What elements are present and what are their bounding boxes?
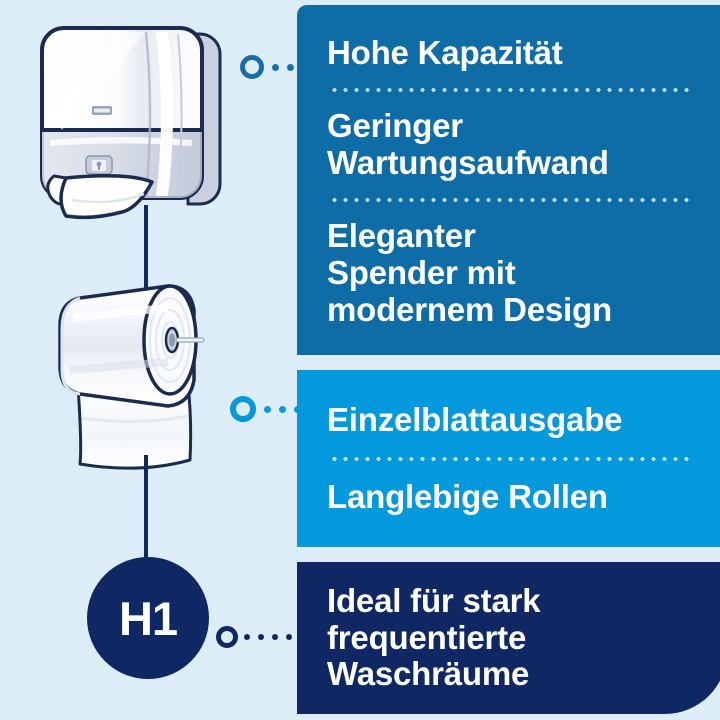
connector-line-lower bbox=[144, 455, 148, 560]
feature-divider bbox=[329, 198, 695, 202]
connector-dot bbox=[264, 406, 271, 413]
feature-text-washrooms: Ideal für stark frequentierte Waschräume bbox=[327, 581, 697, 694]
feature-line: Eleganter bbox=[327, 217, 476, 254]
feature-line: Hohe Kapazität bbox=[327, 34, 563, 72]
connector-dots-usecase bbox=[244, 634, 292, 640]
connector-dots-capacity bbox=[272, 64, 294, 71]
connector-dot bbox=[287, 64, 294, 71]
feature-text-maintenance: Geringer Wartungsaufwand bbox=[327, 107, 697, 182]
dispenser-icon bbox=[40, 26, 222, 220]
system-badge-label: H1 bbox=[118, 591, 178, 645]
feature-text-single-sheet: Einzelblattausgabe bbox=[327, 400, 697, 439]
feature-text-capacity: Hohe Kapazität bbox=[327, 34, 697, 72]
feature-text-long-rolls: Langlebige Rollen bbox=[327, 477, 697, 516]
feature-line: Geringer bbox=[327, 107, 463, 145]
dispenser-lock-icon bbox=[85, 155, 113, 175]
connector-dot bbox=[244, 634, 250, 640]
feature-divider bbox=[329, 456, 695, 461]
feature-line: frequentierte bbox=[327, 618, 527, 656]
feature-line: Ideal für stark bbox=[327, 581, 541, 619]
connector-dot bbox=[272, 64, 279, 71]
connector-line-upper bbox=[144, 205, 148, 300]
brand-logo-icon bbox=[92, 106, 112, 115]
feature-divider bbox=[329, 88, 695, 93]
feature-line: Waschräume bbox=[327, 655, 530, 693]
system-badge-h1: H1 bbox=[87, 557, 209, 679]
connector-dots-dispensing bbox=[264, 406, 301, 413]
paper-roll-icon bbox=[58, 284, 205, 470]
paper-roll-illustration bbox=[52, 278, 232, 483]
connector-ring-dispensing bbox=[230, 396, 256, 422]
feature-panel-capacity: Hohe Kapazität Geringer Wartungsaufwand … bbox=[297, 5, 720, 355]
connector-dot bbox=[286, 634, 292, 640]
connector-dot bbox=[279, 406, 286, 413]
connector-ring-usecase bbox=[216, 626, 238, 648]
feature-line: Einzelblattausgabe bbox=[327, 400, 623, 438]
feature-panel-usecase: Ideal für stark frequentierte Waschräume bbox=[297, 562, 720, 714]
feature-line: Spender mit bbox=[327, 253, 516, 291]
connector-dot bbox=[272, 634, 278, 640]
feature-line: Langlebige Rollen bbox=[327, 477, 608, 515]
feature-panel-dispensing: Einzelblattausgabe Langlebige Rollen bbox=[297, 370, 720, 547]
connector-ring-capacity bbox=[240, 55, 264, 79]
dispenser-illustration bbox=[28, 18, 228, 253]
feature-line: modernem Design bbox=[327, 290, 612, 328]
connector-dot bbox=[258, 634, 264, 640]
feature-line: Wartungsaufwand bbox=[327, 144, 609, 182]
feature-text-design: Eleganter Spender mit modernem Design bbox=[327, 217, 697, 329]
